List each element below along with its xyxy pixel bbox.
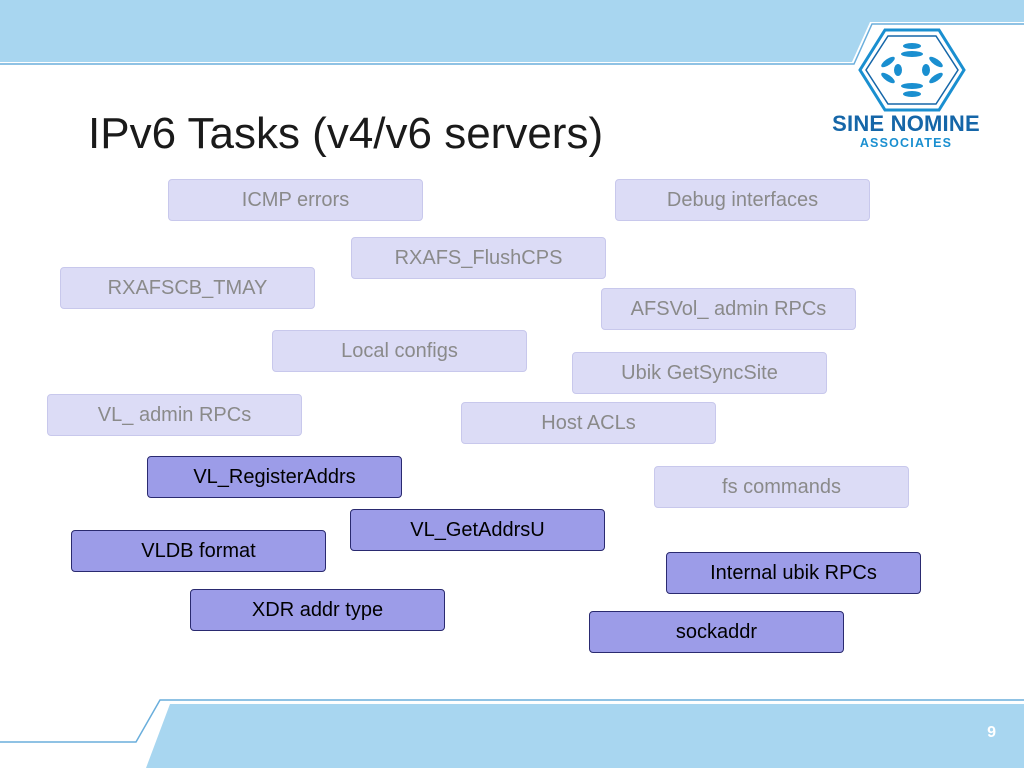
task-vldb-format: VLDB format [71,530,326,572]
task-ubik-getsyncsite: Ubik GetSyncSite [572,352,827,394]
top-band [0,0,1024,62]
company-logo: SINE NOMINE ASSOCIATES [824,111,988,151]
task-sockaddr: sockaddr [589,611,844,653]
task-vl-admin-rpcs: VL_ admin RPCs [47,394,302,436]
page-number: 9 [987,724,996,741]
task-vl-getaddrsu: VL_GetAddrsU [350,509,605,551]
task-rxafs-flushcps: RXAFS_FlushCPS [351,237,606,279]
task-rxafscb-tmay: RXAFSCB_TMAY [60,267,315,309]
task-internal-ubik-rpcs: Internal ubik RPCs [666,552,921,594]
bottom-band [0,704,1024,768]
task-xdr-addr-type: XDR addr type [190,589,445,631]
task-vl-registeraddrs: VL_RegisterAddrs [147,456,402,498]
hexagon-logo-icon [858,28,966,112]
task-local-configs: Local configs [272,330,527,372]
task-afsvol-admin-rpcs: AFSVol_ admin RPCs [601,288,856,330]
task-host-acls: Host ACLs [461,402,716,444]
logo-name: SINE NOMINE [832,111,980,136]
top-band-edge [0,23,1024,65]
bottom-band-edge [0,699,1024,743]
task-fs-commands: fs commands [654,466,909,508]
slide-title: IPv6 Tasks (v4/v6 servers) [88,109,604,158]
logo-subtitle: ASSOCIATES [859,136,953,150]
task-icmp-errors: ICMP errors [168,179,423,221]
task-debug-interfaces: Debug interfaces [615,179,870,221]
